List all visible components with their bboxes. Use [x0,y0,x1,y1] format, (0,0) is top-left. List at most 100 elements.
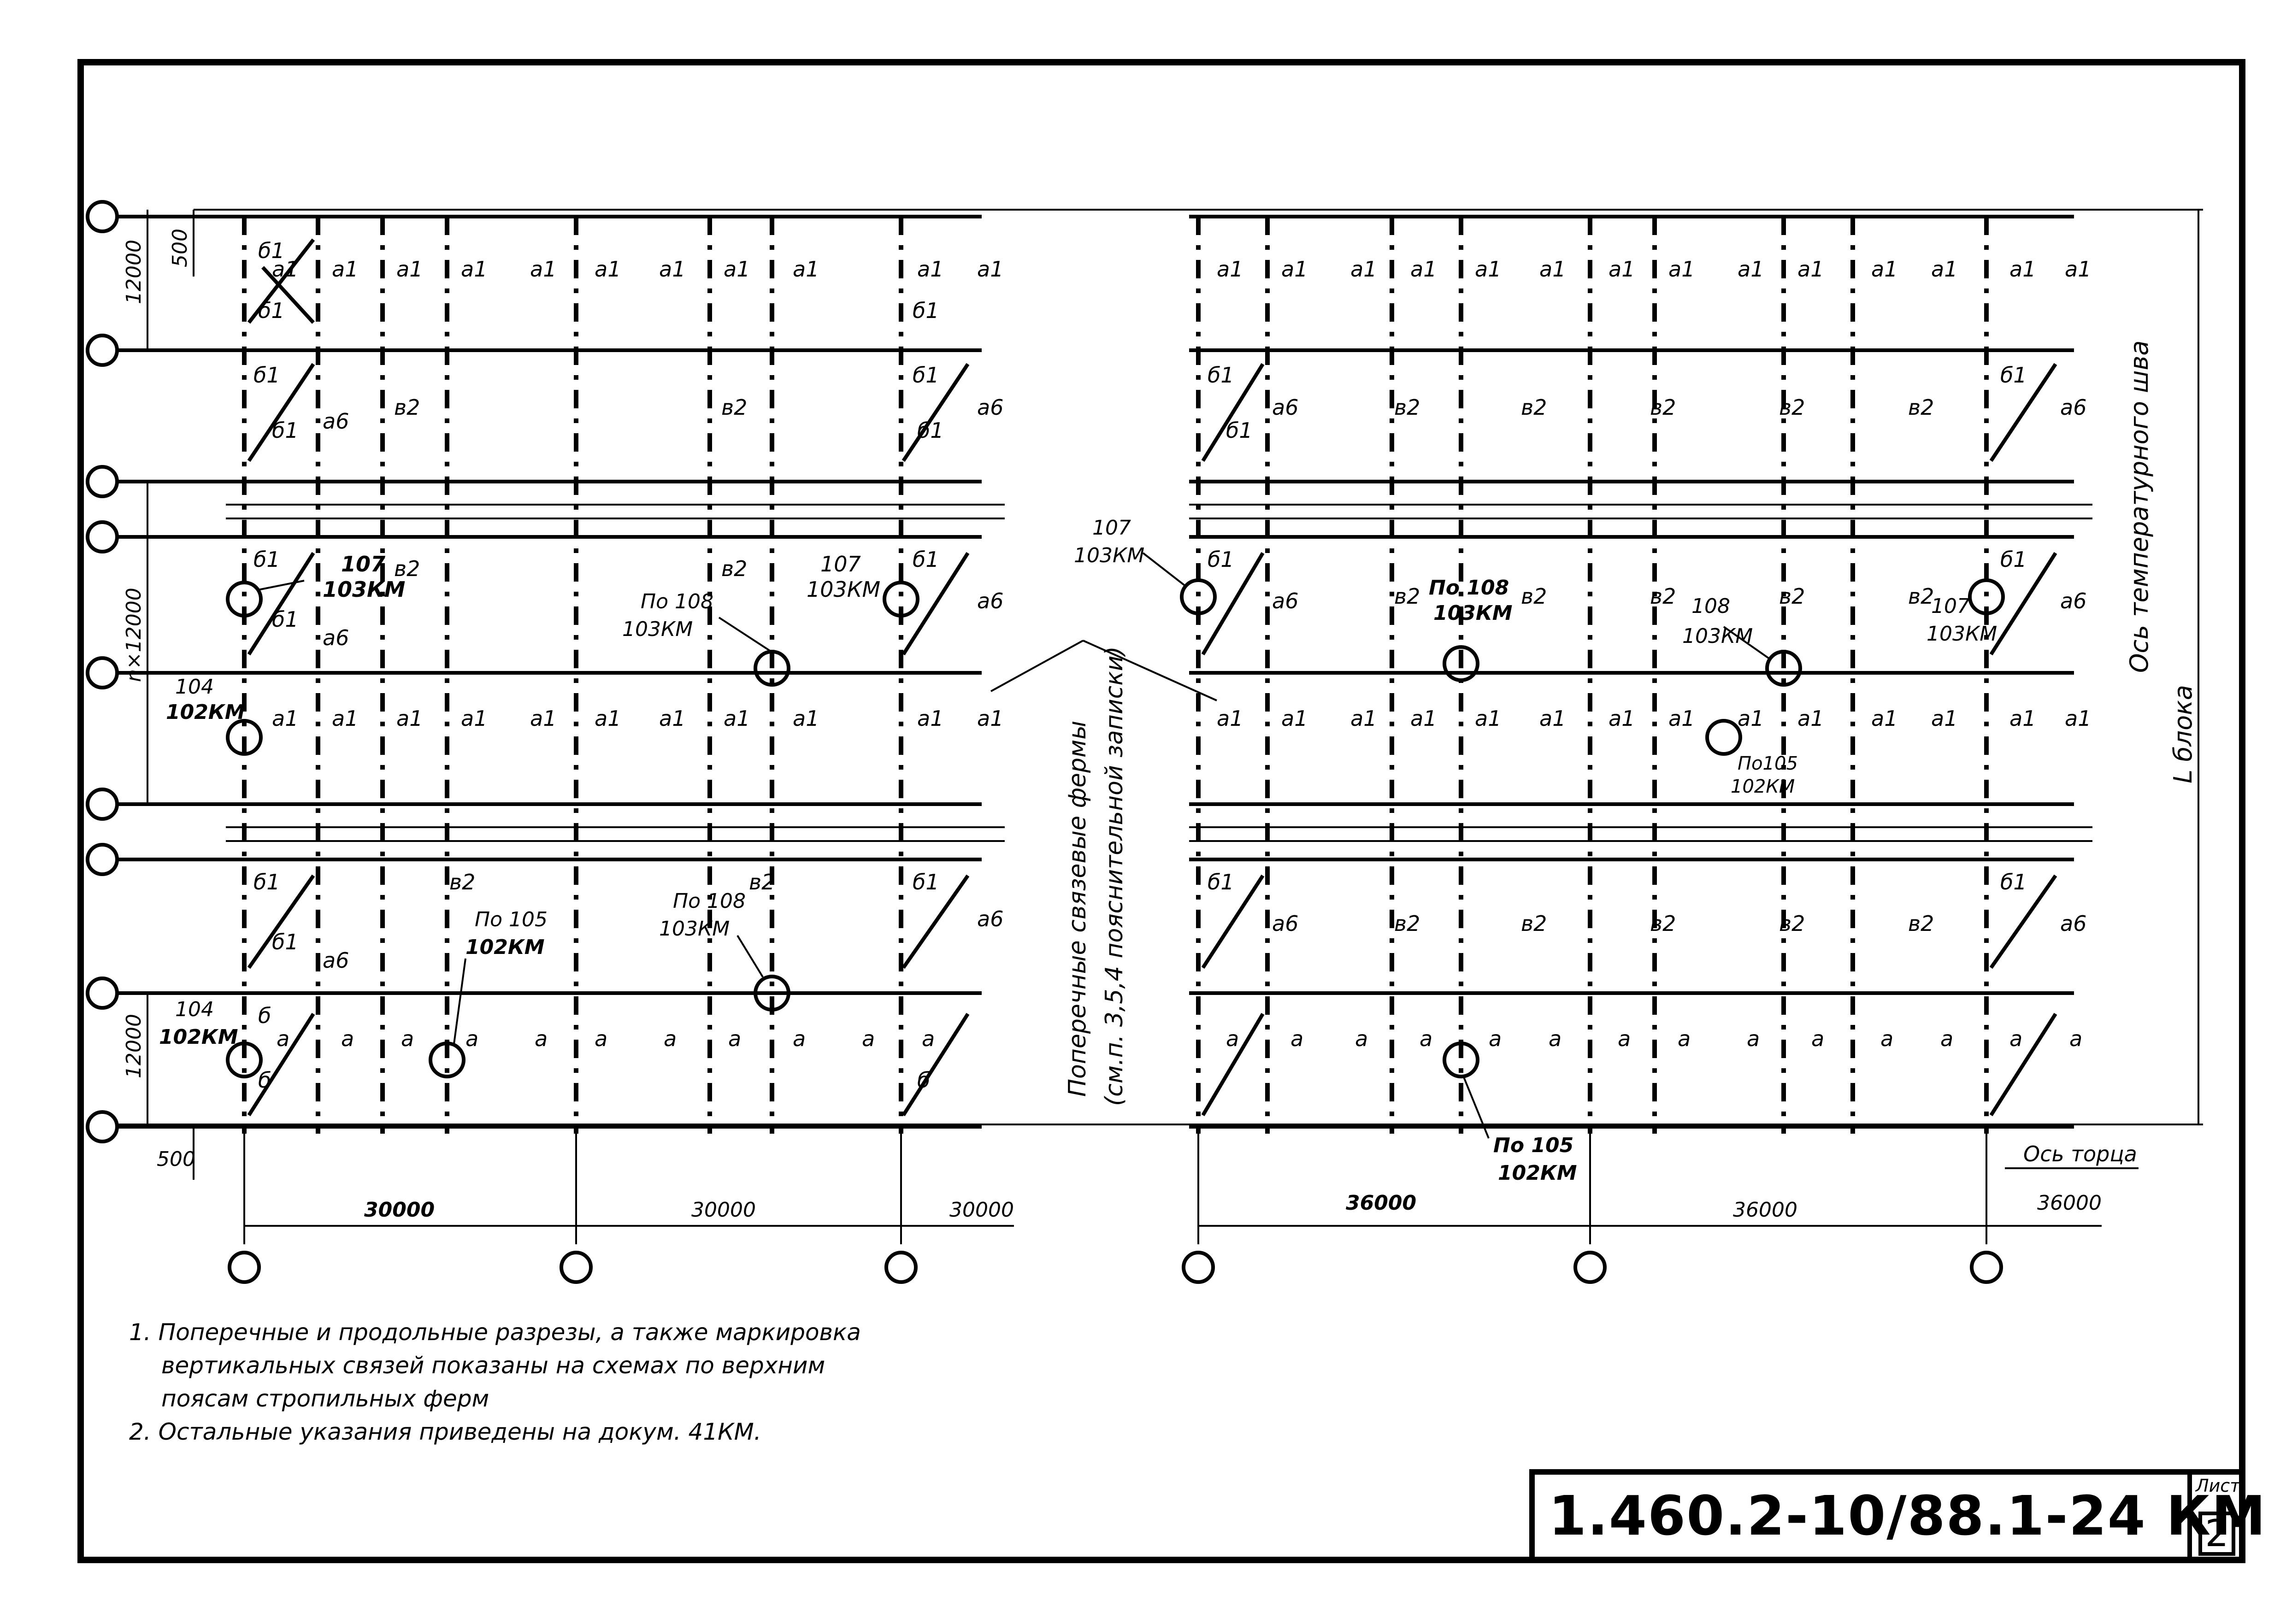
label-a6: а6 [977,906,1003,931]
dim-top-bay: 12000 [122,240,146,304]
label-a1: а1 [1609,706,1635,731]
label-a1: а1 [1871,706,1897,731]
label-a1: а1 [724,706,750,731]
label-v2: в2 [1779,395,1805,420]
dim-bottom-left-1: 30000 [364,1198,435,1222]
note-2: 2. Остальные указания приведены на докум… [129,1418,761,1445]
label-a: а [1489,1026,1502,1051]
label-a1: а1 [659,706,685,731]
label-v2: в2 [394,556,420,581]
callout-103km: 103КМ [659,917,730,941]
label-b1: б1 [913,547,939,572]
label-a: а [862,1026,875,1051]
label-b1: б1 [272,930,299,954]
label-v2: в2 [1908,584,1934,609]
sheet-number-box: Лист 2 [2187,1475,2242,1559]
label-a1: а1 [272,706,298,731]
block-length-label: L блока [2168,685,2198,783]
label-a1: а1 [1609,257,1635,282]
label-v2: в2 [1779,911,1805,936]
label-a1: а1 [332,706,358,731]
label-a1: а1 [2065,257,2091,282]
label-a1: а1 [1738,706,1764,731]
label-b1: б1 [1208,363,1234,388]
label-a1: а1 [1217,706,1243,731]
left-dimension-chain: 12000 500 n×12000 12000 500 [122,210,195,1180]
label-a6: а6 [323,409,349,434]
label-a1: а1 [1539,706,1566,731]
label-a1: а1 [1410,706,1437,731]
label-b1: б1 [1208,547,1234,572]
label-a1: а1 [1281,706,1308,731]
label-a1: а1 [1931,706,1957,731]
label-v2: в2 [749,870,775,894]
label-v2: в2 [721,395,747,420]
callout-107: 107 [1931,594,1970,618]
label-v2: в2 [1650,395,1676,420]
sheet-number: 2 [2198,1512,2235,1556]
general-notes: 1. Поперечные и продольные разрезы, а та… [129,1316,1143,1448]
callout-104: 104 [175,998,214,1021]
label-a1: а1 [659,257,685,282]
label-a6: а6 [2060,911,2086,936]
label-b1: б1 [272,418,299,443]
note-1-line-2: вертикальных связей показаны на схемах п… [161,1352,825,1379]
label-a6: а6 [1272,588,1298,613]
center-caption-line-2: (см.п. 3,5,4 пояснительной записки) [1101,646,1128,1106]
label-v2: в2 [721,556,747,581]
label-b1: б1 [917,418,944,443]
right-block-bracing [1201,363,2057,1117]
label-a: а [793,1026,806,1051]
label-b: б [258,1003,271,1028]
label-a: а [1355,1026,1368,1051]
dim-bottom-left-2: 30000 [691,1198,756,1222]
label-b1: б1 [253,363,280,388]
label-a: а [922,1026,935,1051]
label-a6: а6 [2060,395,2086,420]
label-v2: в2 [1908,395,1934,420]
callout-107: 107 [820,552,861,577]
label-a6: а6 [977,588,1003,613]
label-a1: а1 [1217,257,1243,282]
label-a1: а1 [1871,257,1897,282]
callout-102km: 102КМ [1498,1161,1577,1185]
callout-102km: 102КМ [1731,776,1795,797]
label-a6: а6 [1272,911,1298,936]
label-a: а [401,1026,414,1051]
label-a: а [664,1026,677,1051]
dim-offset-bottom: 500 [157,1147,195,1171]
dim-offset-top: 500 [168,229,192,267]
right-block-columns [1196,217,1989,1134]
label-v2: в2 [394,395,420,420]
label-a6: а6 [977,395,1003,420]
dim-bottom-bay: 12000 [122,1014,146,1078]
label-b1: б1 [913,870,939,894]
label-a1: а1 [793,706,819,731]
label-a: а [2009,1026,2022,1051]
label-a1: а1 [1797,257,1824,282]
label-a: а [728,1026,741,1051]
callout-103km: 103КМ [1433,601,1513,625]
label-a1: а1 [595,257,621,282]
label-b: б [258,1068,271,1093]
label-a6: а6 [2060,588,2086,613]
label-a6: а6 [1272,395,1298,420]
center-caption: Поперечные связевые фермы (см.п. 3,5,4 п… [1064,646,1128,1106]
callout-po108: По 108 [673,889,746,913]
center-caption-line-1: Поперечные связевые фермы [1064,721,1091,1097]
temp-joint-axis-label: Ось температурного шва [2125,341,2154,673]
label-a1: а1 [332,257,358,282]
label-a1: а1 [977,257,1003,282]
callout-102km: 102КМ [465,936,545,959]
label-v2: в2 [1779,584,1805,609]
label-a: а [277,1026,289,1051]
label-a1: а1 [793,257,819,282]
title-block-stamp: 1.460.2-10/88.1-24 КМ Лист 2 [1529,1469,2266,1559]
label-a: а [1940,1026,1953,1051]
label-a1: а1 [396,257,423,282]
label-b1: б1 [913,298,939,323]
label-a1: а1 [1931,257,1957,282]
callout-104: 104 [175,675,214,699]
callout-107: 107 [341,552,385,577]
